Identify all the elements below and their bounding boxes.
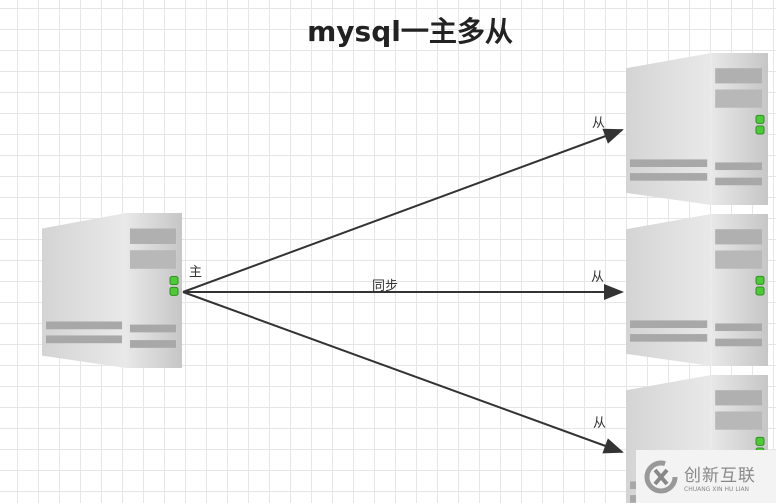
master-label: 主 — [189, 265, 203, 280]
watermark: 创新互联 CHUANG XIN HU LIAN — [636, 450, 776, 503]
slave1-server-icon — [626, 53, 768, 205]
status-led-icon — [169, 276, 179, 286]
watermark-name: 创新互联 — [684, 465, 756, 486]
status-led-icon — [755, 125, 765, 135]
status-led-icon — [755, 275, 765, 285]
master-server-icon — [42, 213, 182, 368]
status-led-icon — [755, 114, 765, 124]
arrow-to-slave3 — [182, 291, 624, 454]
slave2-server-icon — [626, 214, 768, 366]
diagram-title: mysql一主多从 — [307, 15, 513, 48]
slave1-label: 从 — [592, 116, 606, 131]
sync-label: 同步 — [372, 279, 399, 294]
status-led-icon — [755, 286, 765, 296]
slave2-label: 从 — [591, 270, 605, 285]
slave3-label: 从 — [593, 416, 607, 431]
arrow-to-slave1 — [182, 128, 624, 293]
status-led-icon — [169, 286, 179, 296]
watermark-pinyin: CHUANG XIN HU LIAN — [684, 485, 750, 493]
watermark-logo-icon — [644, 460, 678, 493]
status-led-icon — [755, 436, 765, 446]
